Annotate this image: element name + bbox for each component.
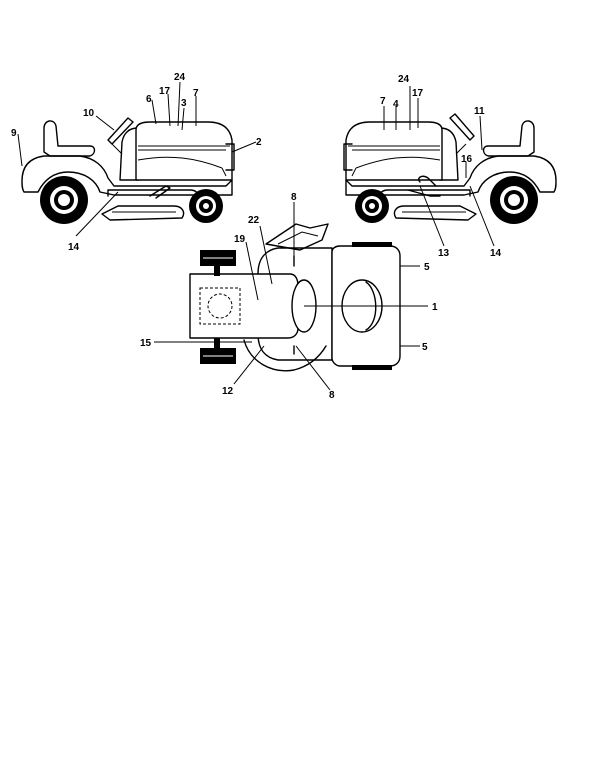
front-wheel bbox=[189, 189, 223, 223]
callout-label: 17 bbox=[412, 88, 424, 99]
seat-top bbox=[189, 273, 299, 339]
rear-wheel bbox=[490, 176, 538, 224]
callout-label: 2 bbox=[256, 137, 262, 148]
callout-label: 14 bbox=[68, 242, 80, 253]
callout-label: 22 bbox=[248, 215, 260, 226]
callout-label: 14 bbox=[490, 248, 502, 259]
callout-label: 9 bbox=[11, 128, 17, 139]
rear-wheel-top bbox=[200, 338, 236, 364]
tractor-right-side-view bbox=[343, 113, 557, 224]
seat-back bbox=[265, 223, 329, 251]
dash-panel bbox=[439, 127, 459, 181]
callout-label: 1 bbox=[432, 302, 438, 313]
callout-label: 7 bbox=[193, 88, 199, 99]
callout-label: 7 bbox=[380, 96, 386, 107]
callout-label: 24 bbox=[398, 74, 410, 85]
callout-label: 17 bbox=[159, 86, 171, 97]
rear-fender bbox=[345, 155, 557, 196]
hood bbox=[345, 121, 443, 181]
mower-deck bbox=[393, 205, 477, 221]
callout-label: 5 bbox=[422, 342, 428, 353]
callout-label: 12 bbox=[222, 386, 234, 397]
tractor-top-view bbox=[189, 223, 401, 372]
steering-wheel bbox=[449, 113, 475, 141]
callout-label: 16 bbox=[461, 154, 473, 165]
steering-wheel bbox=[107, 117, 134, 145]
leader-lines bbox=[17, 81, 495, 391]
callout-label: 19 bbox=[234, 234, 246, 245]
callout-label: 24 bbox=[174, 72, 186, 83]
callout-label: 13 bbox=[438, 248, 450, 259]
callout-label: 8 bbox=[329, 390, 335, 401]
callout-label: 3 bbox=[181, 98, 187, 109]
callout-labels: 9 10 6 17 24 3 7 2 14 7 4 24 17 11 16 13… bbox=[11, 72, 502, 401]
front-wheel bbox=[355, 189, 389, 223]
tractor-left-side-view bbox=[21, 117, 235, 224]
callout-label: 4 bbox=[393, 99, 399, 110]
callout-label: 10 bbox=[83, 108, 95, 119]
rear-wheel-top bbox=[200, 250, 236, 276]
rear-fender bbox=[21, 155, 233, 196]
mower-deck bbox=[101, 205, 185, 221]
rear-wheel bbox=[40, 176, 88, 224]
callout-label: 11 bbox=[474, 106, 485, 117]
callout-label: 6 bbox=[146, 94, 152, 105]
front-bumper-bottom bbox=[352, 365, 392, 370]
front-bumper-top bbox=[352, 242, 392, 247]
label-area bbox=[199, 287, 241, 325]
callout-label: 15 bbox=[140, 338, 152, 349]
callout-label: 5 bbox=[424, 262, 430, 273]
hood bbox=[135, 121, 233, 181]
seat bbox=[43, 120, 96, 157]
callout-label: 8 bbox=[291, 192, 297, 203]
seat bbox=[482, 120, 535, 157]
